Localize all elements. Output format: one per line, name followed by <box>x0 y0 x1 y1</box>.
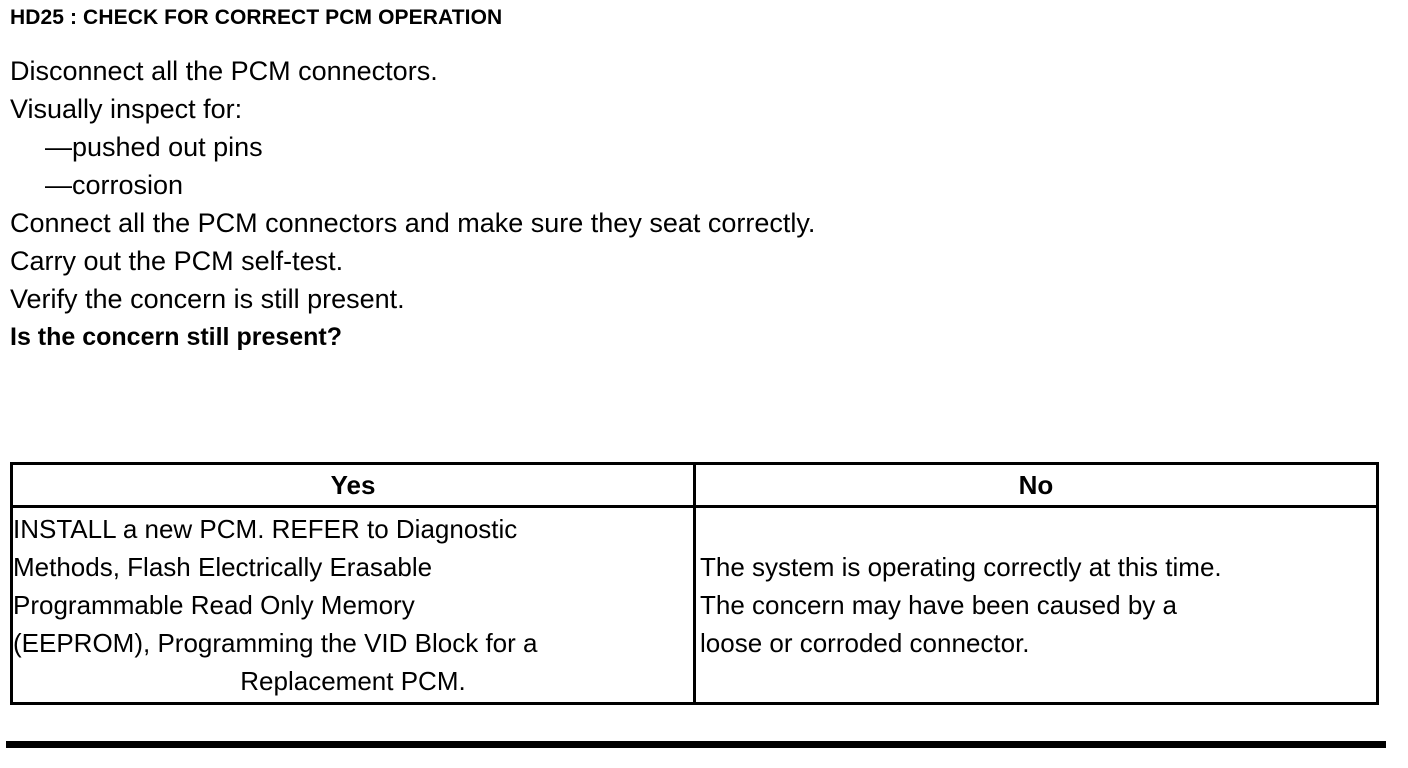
answer-yes-line: Programmable Read Only Memory <box>13 590 415 620</box>
answer-cell-yes: INSTALL a new PCM. REFER to Diagnostic M… <box>10 505 696 705</box>
table-row: INSTALL a new PCM. REFER to Diagnostic M… <box>10 505 1379 705</box>
table-header-row: Yes No <box>10 462 1379 508</box>
procedure-step: Carry out the PCM self-test. <box>10 246 344 276</box>
column-header-no: No <box>693 462 1379 508</box>
procedure-step: Verify the concern is still present. <box>10 284 405 314</box>
procedure-step: Connect all the PCM connectors and make … <box>10 208 816 238</box>
answer-yes-text: INSTALL a new PCM. REFER to Diagnostic M… <box>13 508 693 702</box>
procedure-bullet: —corrosion <box>45 170 184 200</box>
answer-no-line: The concern may have been caused by a <box>700 590 1177 620</box>
answer-no-line: The system is operating correctly at thi… <box>700 552 1222 582</box>
section-divider-rule <box>6 741 1386 748</box>
answer-yes-line: INSTALL a new PCM. REFER to Diagnostic <box>13 514 518 544</box>
answer-no-text: The system is operating correctly at thi… <box>696 546 1376 664</box>
answer-cell-no: The system is operating correctly at thi… <box>693 505 1379 705</box>
answer-yes-line: Methods, Flash Electrically Erasable <box>13 552 433 582</box>
procedure-list: Disconnect all the PCM connectors. Visua… <box>10 52 1390 356</box>
answer-yes-line: (EEPROM), Programming the VID Block for … <box>13 628 538 658</box>
procedure-question: Is the concern still present? <box>10 323 343 351</box>
column-header-yes: Yes <box>10 462 696 508</box>
procedure-step: Visually inspect for: <box>10 94 243 124</box>
page-title: HD25 : CHECK FOR CORRECT PCM OPERATION <box>10 6 503 29</box>
procedure-step: Disconnect all the PCM connectors. <box>10 56 438 86</box>
answer-table: Yes No INSTALL a new PCM. REFER to Diagn… <box>10 462 1379 705</box>
answer-no-line: loose or corroded connector. <box>700 628 1030 658</box>
procedure-bullet: —pushed out pins <box>45 132 263 162</box>
answer-yes-last-line: Replacement PCM. <box>240 666 466 696</box>
